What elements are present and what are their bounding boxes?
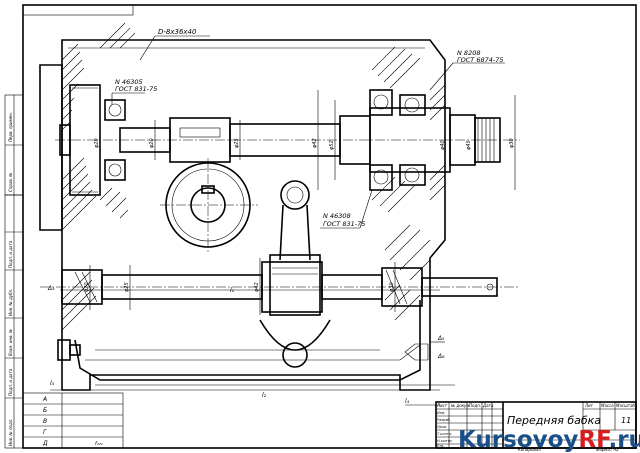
dim-phi42-lower: φ42 xyxy=(254,282,260,292)
bearing-mid-label: N 46308 xyxy=(323,212,351,220)
dim-phi40: φ40 xyxy=(440,140,446,150)
side-stamp: Инв. № подл. Подп. и дата Взам. инв. № И… xyxy=(4,194,24,449)
stamp-label-2: Подп. и дата xyxy=(8,368,13,396)
leader-bearing-top: N 8208 ГОСТ 6874-75 xyxy=(429,49,505,91)
tb-format: Формат А2 xyxy=(596,447,619,452)
dim-phi25: φ25 xyxy=(234,138,240,148)
title-block: Лист № докум. Подп. Дата Изм. Разраб. Пр… xyxy=(435,401,637,452)
dim-phi25-lower: φ25 xyxy=(124,282,130,292)
watermark-part3: .ru xyxy=(608,427,640,453)
tb-col-doc: № докум. xyxy=(450,403,471,408)
gost-left-label: ГОСТ 831-75 xyxy=(115,85,157,93)
tb-scale: Масштаб xyxy=(616,403,636,408)
table-row-v: В xyxy=(43,418,47,425)
spline-label: D-8x36x40 xyxy=(158,28,197,36)
bottom-bolt xyxy=(57,339,429,361)
left-table: А Б В Г Д f₂₂₁ xyxy=(22,392,124,449)
table-bottom-value: f₂₂₁ xyxy=(95,441,103,447)
dim-phi30: φ30 xyxy=(509,138,515,148)
tb-row-izm: Изм. xyxy=(437,411,445,415)
tb-row-prov: Пров. xyxy=(437,425,447,429)
tb-row-tkontr: Т.контр. xyxy=(437,432,452,436)
bearing-left-label: N 46305 xyxy=(115,78,143,86)
tb-col-sign: Подп. xyxy=(469,403,481,408)
stamp-label-5: Подп. и дата xyxy=(8,240,13,268)
dim-phi52: φ52 xyxy=(329,140,335,150)
tb-row-utv: Утв. xyxy=(437,444,444,448)
stamp-label-6: Справ. № xyxy=(8,173,13,192)
bearing-top-label: N 8208 xyxy=(457,49,480,57)
drawing-title: Передняя бабка xyxy=(507,414,601,427)
dim-phi30-lower: φ30 xyxy=(389,282,395,292)
leader-bearing-mid: N 46308 ГОСТ 831-75 xyxy=(320,189,373,229)
table-row-g: Г xyxy=(43,429,47,436)
leader-spline: D-8x36x40 xyxy=(139,28,210,61)
upper-shaft xyxy=(55,84,520,196)
dim-l1: l₁ xyxy=(230,287,235,294)
dim-l4: l₄ xyxy=(405,398,410,405)
stamp-label-4: Инв. № дубл. xyxy=(8,289,13,316)
worm-gear xyxy=(160,158,258,252)
upper-shaft-dimensions: φ42 φ52 φ30 φ25 φ20 φ20 φ40 φ45 xyxy=(94,90,516,190)
tb-lit: Лит xyxy=(584,403,594,408)
dim-phi20: φ20 xyxy=(94,138,100,148)
side-stamp-top: Справ. № Перв. примен. xyxy=(4,94,24,196)
dim-phi45: φ45 xyxy=(466,140,472,150)
dim-phi42: φ42 xyxy=(312,138,318,148)
tb-row-nkontr: Н.контр. xyxy=(437,439,453,443)
stamp-label-7: Перв. примен. xyxy=(8,112,13,142)
lower-shaft: φ20 φ25 φ42 φ30 xyxy=(40,258,520,315)
tb-sheet-count: 11 xyxy=(621,416,631,425)
leader-bearing-left: N 46305 ГОСТ 831-75 xyxy=(111,78,157,105)
hatch-mid-housing xyxy=(99,22,136,219)
svg-text:KursovoyRF.ru: KursovoyRF.ru xyxy=(458,427,640,453)
dim-phi20-b: φ20 xyxy=(149,138,155,148)
dim-d4: Δ₄ xyxy=(47,285,55,292)
dim-phi20-lower: φ20 xyxy=(84,282,90,292)
tb-col-list: Лист xyxy=(436,403,448,408)
top-left-box xyxy=(22,4,134,16)
table-row-a: А xyxy=(42,396,47,403)
watermark-part1: Kursovoy xyxy=(458,427,578,453)
tb-mass: Масса xyxy=(601,403,614,408)
lever xyxy=(259,180,331,368)
stamp-label-3: Взам. инв. № xyxy=(8,329,13,356)
gost-top-label: ГОСТ 6874-75 xyxy=(457,56,503,64)
stamp-label-1: Инв. № подл. xyxy=(8,418,13,446)
dim-d6: Δ₆ xyxy=(437,353,445,360)
watermark-logo: KursovoyRF.ru xyxy=(458,427,640,453)
tb-row-razrab: Разраб. xyxy=(437,418,451,422)
tb-copied: Копировал xyxy=(518,447,541,452)
table-row-b: Б xyxy=(43,407,47,414)
hatch-right-wall xyxy=(371,46,446,321)
gost-mid-label: ГОСТ 831-75 xyxy=(323,220,365,228)
dim-d5: Δ₅ xyxy=(437,335,445,342)
dim-l2: l₂ xyxy=(262,392,267,399)
watermark-part2: RF xyxy=(578,427,610,453)
length-dimensions: l₁ l₂ l₃ l₄ Δ₄ Δ₅ Δ₆ xyxy=(47,285,455,406)
tb-col-date: Дата xyxy=(482,403,494,408)
dim-l3: l₃ xyxy=(50,380,55,387)
table-row-d: Д xyxy=(42,440,48,447)
